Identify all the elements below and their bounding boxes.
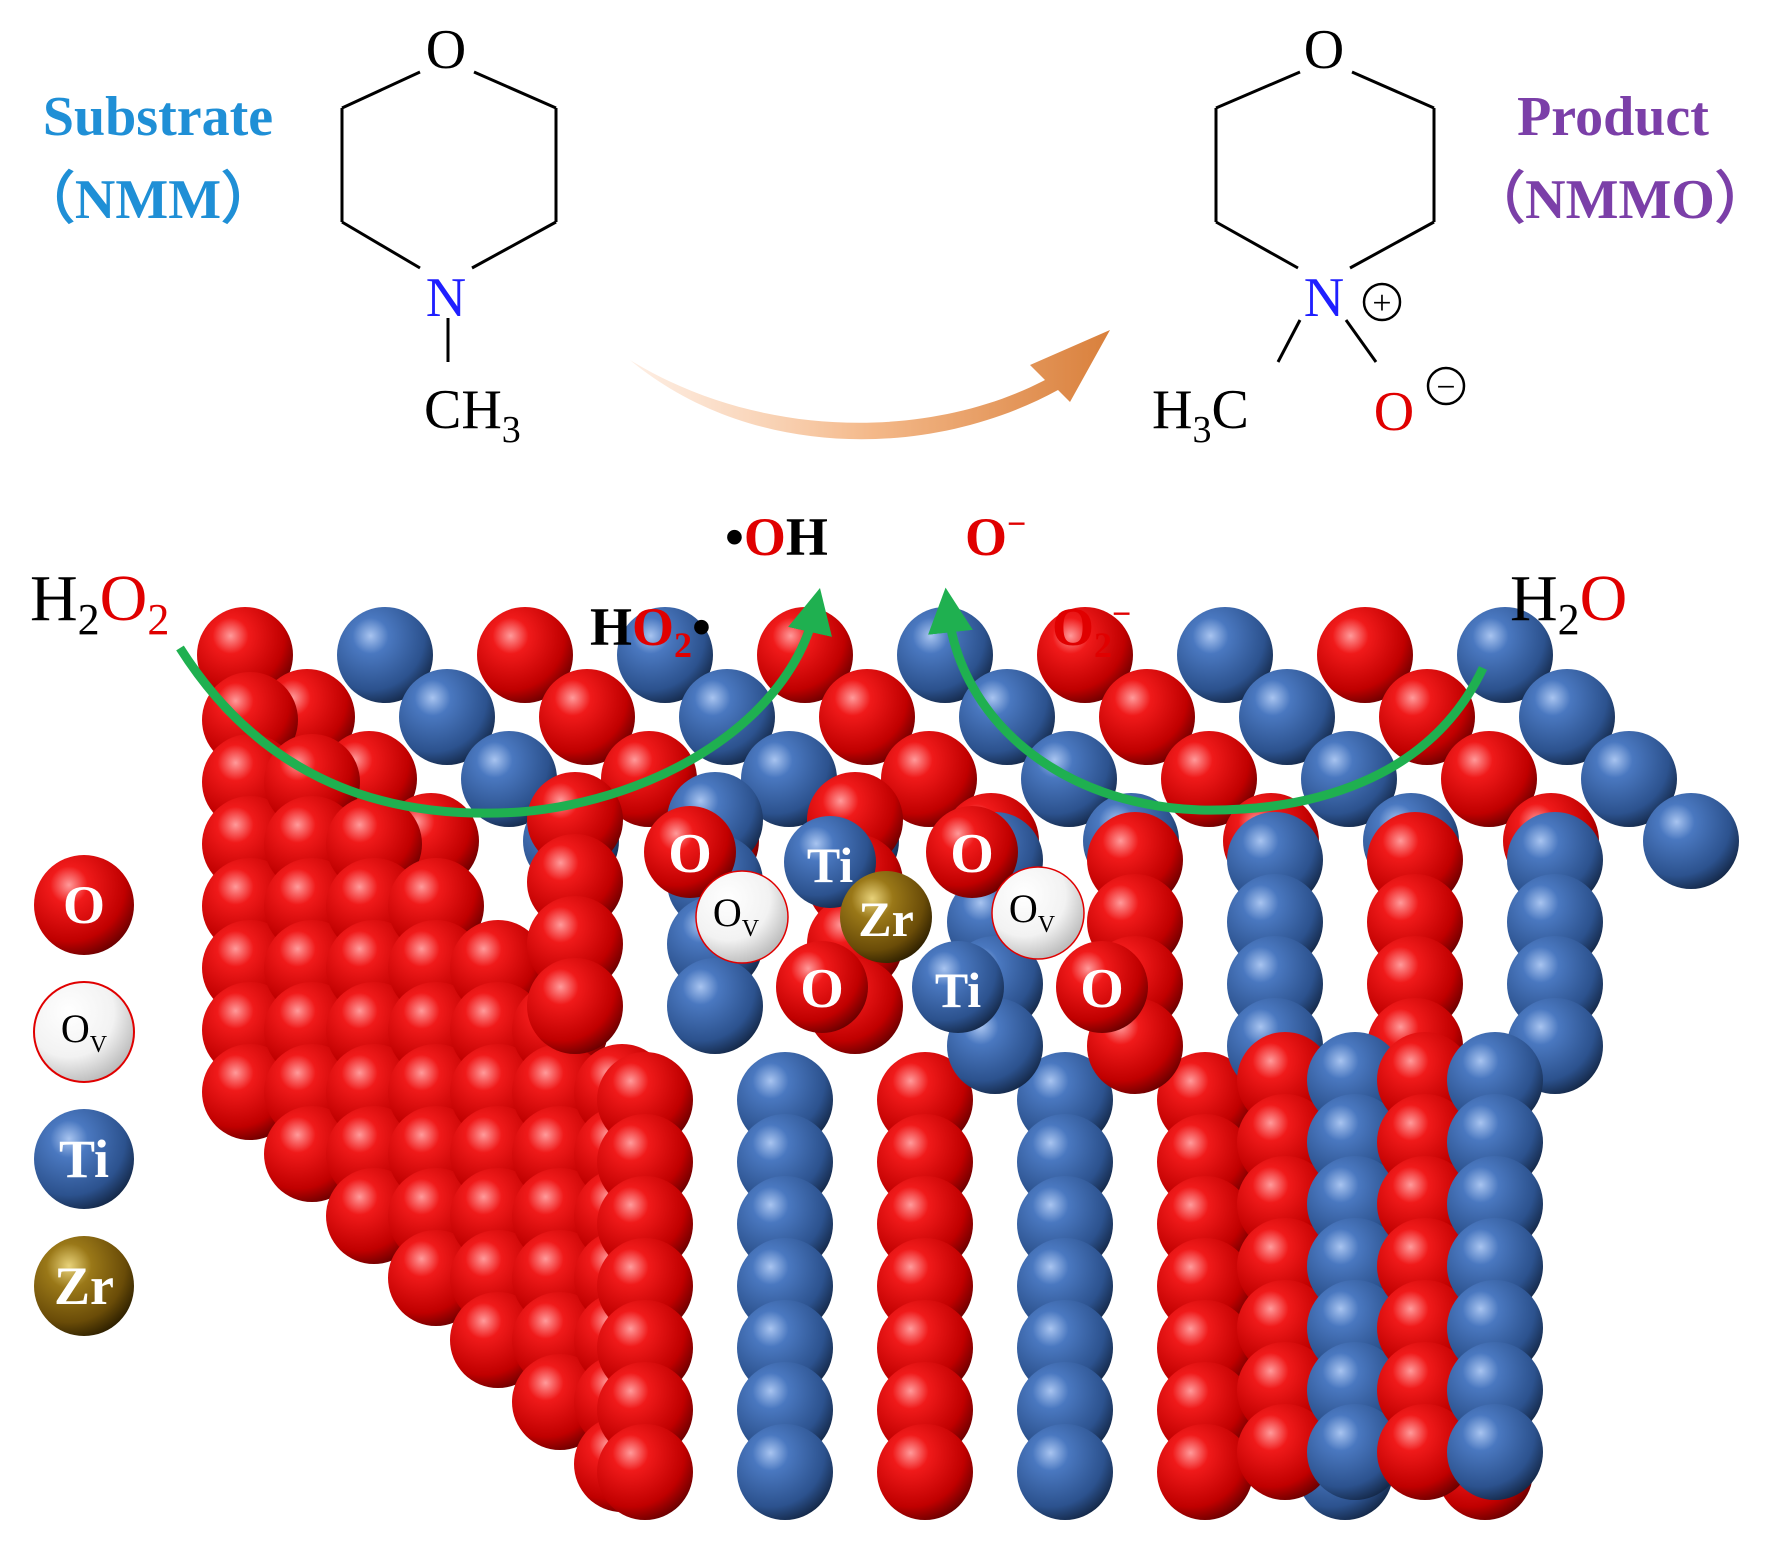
titanium-atom [1177, 607, 1273, 703]
oxygen-atom [819, 669, 915, 765]
oxygen-atom [1379, 669, 1475, 765]
oxygen-atom [527, 958, 623, 1054]
nmmo-structure [1214, 70, 1436, 363]
titanium-atom [1581, 731, 1677, 827]
green-arrow-right [928, 587, 1488, 815]
oxygen-atom [1237, 1404, 1333, 1500]
zirconium-atom [840, 871, 932, 963]
titanium-atom [617, 607, 713, 703]
nmm-nitrogen-atom: N [426, 267, 466, 329]
titanium-atom [1301, 731, 1397, 827]
oxygen-atom [539, 669, 635, 765]
nmm-structure [340, 70, 558, 362]
titanium-atom [667, 958, 763, 1054]
surface-oxygen-label: O [950, 823, 994, 885]
titanium-atom [1519, 669, 1615, 765]
oxygen-vacancy-atom [991, 866, 1085, 960]
oxygen-atom [1037, 607, 1133, 703]
legend-titanium-label: Ti [59, 1129, 109, 1189]
nmm-methyl: CH3 [424, 379, 521, 451]
oxygen-atom [1157, 1424, 1253, 1520]
surface-oxygen-atom [1056, 941, 1148, 1033]
titanium-atom [679, 669, 775, 765]
zirconium-label: Zr [858, 891, 914, 947]
substrate-abbr: （NMM） [19, 168, 277, 231]
negative-charge: − [1436, 369, 1455, 406]
oxygen-atom [1377, 1404, 1473, 1500]
oxygen-atom [597, 1424, 693, 1520]
oxygen-atom [1317, 607, 1413, 703]
titanium-atom [399, 669, 495, 765]
nmmo-methyl: H3C [1152, 379, 1249, 451]
h2o2-reactant: H2O2 [30, 562, 169, 644]
hydroperoxyl-radical: HO2• [590, 597, 711, 665]
nmmo-oxide-oxygen: O [1374, 381, 1414, 443]
negative-charge-circle [1426, 366, 1466, 406]
product-abbr: （NMMO） [1469, 168, 1771, 231]
titanium-atom [1447, 1404, 1543, 1500]
oxygen-atom [477, 607, 573, 703]
oxygen-atom [877, 1424, 973, 1520]
nmmo-oxygen-atom: O [1304, 19, 1344, 81]
titanium-atom [337, 607, 433, 703]
surface-oxygen-atom [644, 806, 736, 898]
surface-titanium-label: Ti [807, 837, 853, 893]
legend-titanium-swatch [34, 1109, 134, 1209]
titanium-atom [1239, 669, 1335, 765]
titanium-atom [959, 669, 1055, 765]
nmmo-nitrogen-atom: N [1304, 267, 1344, 329]
product-label: Product [1517, 86, 1709, 148]
oxygen-atom [1161, 731, 1257, 827]
oxygen-vacancy-atom [695, 870, 789, 964]
legend-oxygen-label: O [63, 875, 105, 935]
surface-titanium-atom [912, 941, 1004, 1033]
h2o-product: H2O [1510, 562, 1627, 644]
positive-charge: + [1372, 285, 1391, 322]
oxygen-atom [1099, 669, 1195, 765]
legend-oxygen-vacancy-label: OV [61, 1006, 108, 1058]
hydroxyl-radical: •OH [725, 507, 828, 567]
oxygen-atom [881, 731, 977, 827]
defect-site: O O Ti OV Zr OV O Ti O [644, 806, 1148, 1033]
legend-zirconium-label: Zr [54, 1256, 114, 1316]
substrate-label: Substrate [43, 86, 273, 148]
crystal-lattice [197, 607, 1739, 1520]
surface-titanium-label: Ti [935, 962, 981, 1018]
superoxide-anion: O2− [1052, 596, 1131, 665]
titanium-atom [1643, 793, 1739, 889]
titanium-atom [1307, 1404, 1403, 1500]
green-arrow-left [176, 588, 832, 818]
legend-oxygen-swatch [34, 855, 134, 955]
legend-zirconium-swatch [34, 1236, 134, 1336]
surface-oxygen-label: O [668, 823, 712, 885]
titanium-atom [1017, 1424, 1113, 1520]
reaction-arrow [630, 330, 1110, 440]
oxygen-anion: O− [965, 506, 1026, 567]
oxygen-vacancy-label: OV [1009, 886, 1056, 938]
nmm-oxygen-atom: O [426, 19, 466, 81]
legend-oxygen-vacancy-swatch [33, 981, 135, 1083]
surface-oxygen-atom [926, 806, 1018, 898]
surface-oxygen-label: O [800, 958, 844, 1020]
surface-oxygen-label: O [1080, 958, 1124, 1020]
surface-oxygen-atom [776, 941, 868, 1033]
positive-charge-circle [1362, 282, 1402, 322]
oxygen-vacancy-label: OV [713, 890, 760, 942]
titanium-atom [737, 1424, 833, 1520]
oxygen-atom [1441, 731, 1537, 827]
